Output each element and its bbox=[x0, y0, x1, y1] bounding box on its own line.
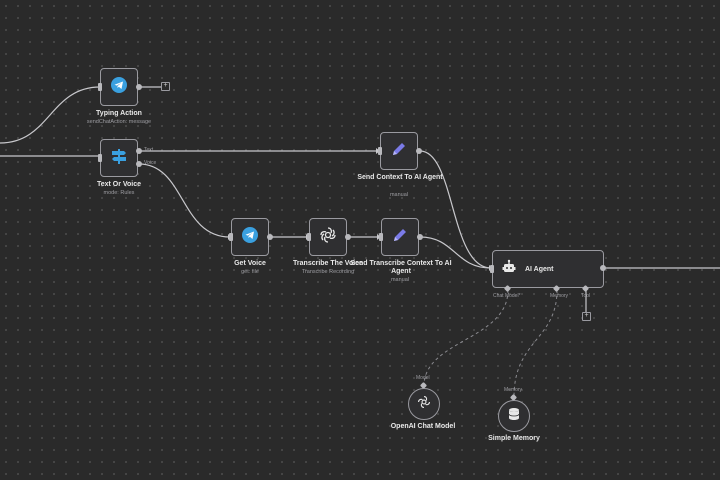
ai-agent-node[interactable]: AI Agent bbox=[492, 250, 604, 288]
get-voice-input[interactable] bbox=[229, 233, 233, 241]
openai-chat-model-node[interactable] bbox=[408, 388, 440, 420]
typing-action-output[interactable] bbox=[136, 84, 142, 90]
send-transcribe-subtitle: manual bbox=[390, 277, 410, 283]
get-voice-title: Get Voice bbox=[234, 260, 266, 267]
send-context-node[interactable] bbox=[380, 132, 418, 170]
transcribe-output[interactable] bbox=[345, 234, 351, 240]
transcribe-input[interactable] bbox=[307, 233, 311, 241]
send-transcribe-title: Send Transcribe Context To AI Agent bbox=[350, 260, 452, 275]
edge-memory-simple bbox=[513, 289, 558, 398]
send-transcribe-output[interactable] bbox=[417, 234, 423, 240]
pencil-icon bbox=[391, 226, 409, 249]
send-context-title: Send Context To AI Agent bbox=[357, 174, 443, 181]
database-icon bbox=[508, 407, 520, 426]
text-or-voice-input[interactable] bbox=[98, 154, 102, 162]
openai-icon bbox=[319, 226, 337, 249]
telegram-icon bbox=[242, 226, 258, 248]
get-voice-subtitle: get: file bbox=[241, 269, 259, 275]
text-or-voice-node[interactable] bbox=[100, 139, 138, 177]
text-or-voice-subtitle: mode: Rules bbox=[103, 190, 135, 196]
edge-model-chat bbox=[423, 289, 509, 387]
typing-action-title: Typing Action bbox=[96, 110, 142, 117]
text-or-voice-title: Text Or Voice bbox=[96, 181, 142, 188]
model-port-label: Model bbox=[416, 375, 430, 381]
edge-send-agent bbox=[419, 150, 492, 269]
tool-port-label: Tool bbox=[581, 293, 591, 299]
typing-action-node[interactable] bbox=[100, 68, 138, 106]
openai-icon bbox=[417, 395, 431, 414]
robot-icon bbox=[501, 259, 517, 280]
openai-chat-model-title: OpenAI Chat Model bbox=[390, 423, 456, 430]
transcribe-subtitle: Transcribe Recording bbox=[301, 269, 355, 275]
memory-port-label: Memory bbox=[550, 293, 569, 299]
send-context-input[interactable] bbox=[378, 147, 382, 155]
send-transcribe-node[interactable] bbox=[381, 218, 419, 256]
text-output[interactable] bbox=[136, 148, 142, 154]
chat-model-port-label: Chat Model* bbox=[493, 293, 521, 299]
ai-agent-input[interactable] bbox=[490, 265, 494, 273]
simple-memory-title: Simple Memory bbox=[488, 435, 540, 442]
voice-output[interactable] bbox=[136, 161, 142, 167]
send-context-output[interactable] bbox=[416, 148, 422, 154]
send-context-subtitle: manual bbox=[389, 192, 409, 198]
typing-action-input[interactable] bbox=[98, 83, 102, 91]
voice-output-label: Voice bbox=[144, 160, 157, 166]
add-tool-button[interactable]: + bbox=[582, 312, 591, 321]
telegram-icon bbox=[111, 76, 127, 98]
edge-voice-getvoice bbox=[138, 163, 231, 238]
simple-memory-node[interactable] bbox=[498, 400, 530, 432]
edge-sendtrans-agent bbox=[419, 236, 492, 269]
add-node-button[interactable]: + bbox=[161, 82, 170, 91]
ai-agent-title: AI Agent bbox=[525, 265, 554, 273]
get-voice-node[interactable] bbox=[231, 218, 269, 256]
transcribe-title: Transcribe The Voice bbox=[293, 260, 363, 267]
switch-signpost-icon bbox=[110, 147, 128, 170]
pencil-icon bbox=[390, 140, 408, 163]
ai-agent-output[interactable] bbox=[600, 265, 606, 271]
edge-trigger-typing bbox=[0, 86, 101, 144]
get-voice-output[interactable] bbox=[267, 234, 273, 240]
text-output-label: Text bbox=[144, 147, 154, 153]
send-transcribe-input[interactable] bbox=[379, 233, 383, 241]
transcribe-node[interactable] bbox=[309, 218, 347, 256]
typing-action-subtitle: sendChatAction: message bbox=[86, 119, 152, 125]
memory-node-port-label: Memory bbox=[504, 387, 523, 393]
